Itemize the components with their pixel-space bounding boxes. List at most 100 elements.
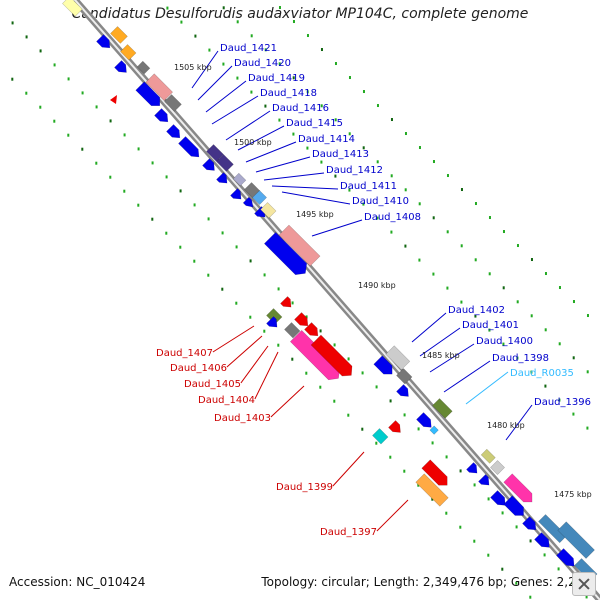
tick-dot <box>445 455 448 459</box>
gene-feature <box>96 34 111 49</box>
gene-arrow <box>304 322 319 337</box>
tick-dot <box>222 6 225 10</box>
tick-dot <box>544 328 547 332</box>
tick-dot <box>306 90 309 94</box>
gene-block <box>252 190 267 205</box>
leader-line <box>443 360 491 393</box>
leader-line <box>211 95 259 125</box>
gene-label: Daud_1399 <box>276 482 333 493</box>
tick-dot <box>557 567 560 571</box>
tick-dot <box>543 553 546 557</box>
tick-dot <box>558 286 561 290</box>
gene-feature <box>216 154 234 172</box>
gene-arrow <box>522 516 537 531</box>
tick-dot <box>81 91 84 95</box>
gene-feature <box>136 60 151 75</box>
gene-feature <box>556 548 575 567</box>
tick-dot <box>81 147 84 151</box>
gene-feature <box>263 231 308 276</box>
tick-dot <box>544 272 547 276</box>
leader-line <box>270 385 305 418</box>
tick-dot <box>334 118 337 122</box>
tick-dot <box>488 328 491 332</box>
gene-block <box>62 0 83 17</box>
gene-label: Daud_1407 <box>156 348 213 359</box>
tick-dot <box>166 6 169 10</box>
gene-feature <box>164 94 182 112</box>
tick-dot <box>529 539 532 543</box>
tick-dot <box>376 160 379 164</box>
gene-label: Daud_1397 <box>320 527 377 538</box>
tick-dot <box>460 188 463 192</box>
gene-label: Daud_1403 <box>214 413 271 424</box>
leader-line <box>225 110 271 141</box>
gene-arrow <box>534 532 550 548</box>
leader-line <box>332 451 365 487</box>
gene-block <box>372 428 389 445</box>
leader-line <box>429 343 475 373</box>
tick-dot <box>236 20 239 24</box>
tick-dot <box>180 20 183 24</box>
tick-dot <box>558 342 561 346</box>
gene-block <box>216 154 234 172</box>
tick-dot <box>390 230 393 234</box>
gene-block <box>557 521 595 559</box>
tick-dot <box>264 104 267 108</box>
tick-dot <box>306 34 309 38</box>
page-title: Candidatus Desulforudis audaxviator MP10… <box>71 6 529 22</box>
label-leaders <box>191 50 533 532</box>
leader-line <box>191 50 219 89</box>
leader-line <box>255 156 311 173</box>
tick-dot <box>179 245 182 249</box>
tick-dot <box>264 48 267 52</box>
tick-guides <box>11 6 589 599</box>
tick-dot <box>109 119 112 123</box>
gene-feature <box>503 495 524 516</box>
gene-feature <box>280 296 292 308</box>
tick-dot <box>585 595 588 599</box>
leader-line <box>376 499 409 532</box>
gene-arrow <box>310 334 353 377</box>
tick-dot <box>263 273 266 277</box>
gene-feature <box>490 460 505 475</box>
tick-dot <box>459 525 462 529</box>
tick-dot <box>207 273 210 277</box>
gene-arrow <box>373 355 393 375</box>
leader-line <box>197 65 233 101</box>
tick-dot <box>502 286 505 290</box>
gene-block <box>284 322 301 339</box>
tick-dot <box>488 216 491 220</box>
gene-feature <box>432 398 453 419</box>
tick-dot <box>362 202 365 206</box>
gene-feature <box>252 190 267 205</box>
tick-dot <box>165 231 168 235</box>
gene-arrow <box>503 473 533 503</box>
tick-dot <box>502 342 505 346</box>
tick-dot <box>179 189 182 193</box>
tick-dot <box>151 217 154 221</box>
gene-feature <box>373 355 393 375</box>
gene-feature <box>429 425 439 435</box>
tick-dot <box>572 356 575 360</box>
gene-arrow <box>135 81 161 107</box>
tick-dot <box>501 511 504 515</box>
tick-dot <box>67 77 70 81</box>
gene-arrow <box>242 196 254 208</box>
gene-block <box>415 473 449 507</box>
leader-line <box>419 327 461 357</box>
tick-dot <box>487 497 490 501</box>
gene-label: Daud_1419 <box>248 73 305 84</box>
tick-dot <box>530 258 533 262</box>
gene-feature <box>310 334 353 377</box>
gene-label: Daud_1398 <box>492 353 549 364</box>
gene-arrow <box>396 384 409 397</box>
gene-label: Daud_1404 <box>198 395 255 406</box>
gene-feature <box>385 345 411 371</box>
gene-feature <box>503 473 533 503</box>
tick-dot <box>390 174 393 178</box>
tick-dot <box>334 174 337 178</box>
leader-line <box>465 371 509 405</box>
tick-dot <box>208 48 211 52</box>
close-icon[interactable] <box>572 572 596 596</box>
